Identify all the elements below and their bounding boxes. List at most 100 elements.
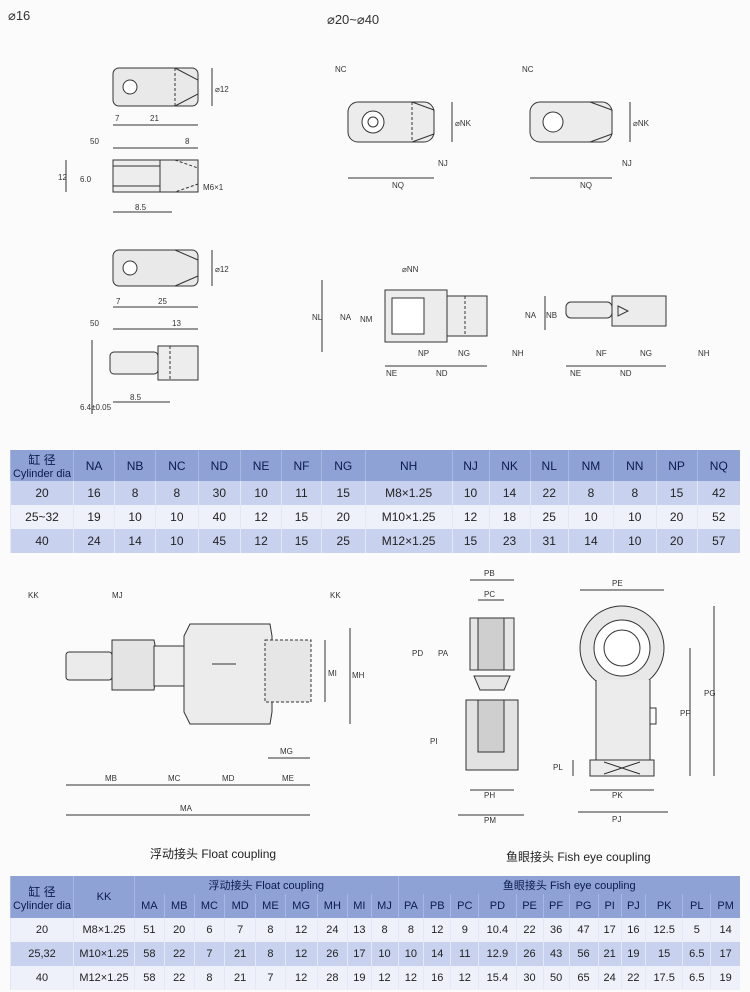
dim-mg: MG: [280, 747, 293, 756]
dim-na: NA: [340, 313, 352, 322]
dim-nj: NJ: [438, 159, 448, 168]
col-nq: NQ: [696, 450, 740, 481]
float-coupling-drawing: [65, 623, 312, 725]
rod-clevis-d16-top-view: [112, 249, 199, 287]
dim-me: ME: [282, 774, 294, 783]
knuckle-table-header: 缸 径 Cylinder dia NA NB NC ND NE NF NG NH…: [10, 450, 740, 481]
coupling-spec-table: 缸 径 Cylinder dia KK 浮动接头 Float coupling …: [10, 876, 740, 990]
dim-nc: NC: [335, 65, 347, 74]
dim-pa: PA: [438, 649, 449, 658]
fish-eye-front-view: [579, 605, 665, 777]
dim-m6: M6×1: [203, 183, 224, 192]
col-ng: NG: [320, 450, 366, 481]
dim-mc: MC: [168, 774, 181, 783]
dim-25: 25: [158, 297, 167, 306]
dim-nq: NQ: [392, 181, 404, 190]
dim-d12-b: ⌀12: [215, 265, 229, 274]
dim-ph: PH: [484, 791, 495, 800]
clevis-front-view: [384, 289, 488, 343]
col-nh: NH: [364, 450, 453, 481]
dim-pb: PB: [484, 569, 495, 578]
dim-ne-2: NE: [570, 369, 581, 378]
dim-50: 50: [90, 137, 99, 146]
dim-nd-2: ND: [620, 369, 632, 378]
col-nf: NF: [281, 450, 322, 481]
dim-nh: NH: [512, 349, 524, 358]
fish-eye-group: 鱼眼接头 Fish eye coupling: [397, 876, 740, 894]
dim-ng: NG: [458, 349, 470, 358]
col-nj: NJ: [451, 450, 489, 481]
dim-pe: PE: [612, 579, 623, 588]
float-coupling-group: 浮动接头 Float coupling: [134, 876, 399, 894]
dim-7: 7: [115, 114, 120, 123]
col-nc: NC: [155, 450, 199, 481]
fish-eye-caption: 鱼眼接头 Fish eye coupling: [506, 850, 651, 864]
dim-nn: ⌀NN: [402, 265, 419, 274]
dim-mj: MJ: [112, 591, 123, 600]
dim-nl: NL: [312, 313, 323, 322]
dim-mb: MB: [105, 774, 117, 783]
dim-d12: ⌀12: [215, 85, 229, 94]
dim-pi: PI: [430, 737, 438, 746]
dim-na-2: NA: [525, 311, 537, 320]
dim-pf: PF: [680, 709, 690, 718]
dim-21: 21: [150, 114, 159, 123]
dim-7-b: 7: [116, 297, 121, 306]
dim-ma: MA: [180, 804, 193, 813]
dim-nf-2: NF: [596, 349, 607, 358]
dim-8-5-b: 8.5: [130, 393, 142, 402]
col-kk: KK: [73, 876, 135, 918]
dim-pg: PG: [704, 689, 716, 698]
col-nl: NL: [529, 450, 569, 481]
cylinder-dia-header: 缸 径 Cylinder dia: [10, 450, 74, 481]
clevis-side-view: [565, 295, 667, 327]
col-nn: NN: [613, 450, 657, 481]
cylinder-dia-header-2: 缸 径 Cylinder dia: [10, 876, 74, 918]
dim-ng-2: NG: [640, 349, 652, 358]
dim-nk: ⌀NK: [455, 119, 472, 128]
dim-nj-2: NJ: [622, 159, 632, 168]
col-nk: NK: [488, 450, 531, 481]
dim-md: MD: [222, 774, 235, 783]
dim-nm: NM: [360, 315, 373, 324]
col-nb: NB: [114, 450, 156, 481]
knuckle-spec-table: 缸 径 Cylinder dia NA NB NC ND NE NF NG NH…: [10, 450, 740, 553]
dim-nd: ND: [436, 369, 448, 378]
dim-np: NP: [418, 349, 429, 358]
rod-eye-d16-side-view: [112, 159, 199, 193]
dim-kk: KK: [28, 591, 39, 600]
coupling-table-header-top: 缸 径 Cylinder dia KK 浮动接头 Float coupling …: [10, 876, 740, 918]
col-na: NA: [72, 450, 115, 481]
dim-6: 6.0: [80, 175, 92, 184]
dim-pm: PM: [484, 816, 496, 825]
dim-kk-2: KK: [330, 591, 341, 600]
col-nd: ND: [197, 450, 241, 481]
dim-nb-2: NB: [546, 311, 557, 320]
fish-eye-section-view: [465, 617, 519, 771]
title-d20-40: ⌀20~⌀40: [327, 12, 380, 27]
float-coupling-caption: 浮动接头 Float coupling: [150, 847, 277, 861]
title-d16: ⌀16: [8, 8, 31, 23]
col-nm: NM: [567, 450, 614, 481]
dim-nc-2: NC: [522, 65, 534, 74]
dim-pl: PL: [553, 763, 563, 772]
dim-pk: PK: [612, 791, 623, 800]
rod-eye-d16-top-view: [112, 67, 199, 107]
dim-8-5: 8.5: [135, 203, 147, 212]
dim-8: 8: [185, 137, 190, 146]
dim-mi: MI: [328, 669, 337, 678]
dim-ne: NE: [386, 369, 397, 378]
dim-nq-2: NQ: [580, 181, 592, 190]
dim-nk-2: ⌀NK: [633, 119, 650, 128]
knuckle-eye-front-view: [347, 101, 435, 143]
dim-mh: MH: [352, 671, 365, 680]
dim-13: 13: [172, 319, 181, 328]
dim-12: 12: [58, 173, 67, 182]
knuckle-eye-side-view: [529, 101, 613, 143]
